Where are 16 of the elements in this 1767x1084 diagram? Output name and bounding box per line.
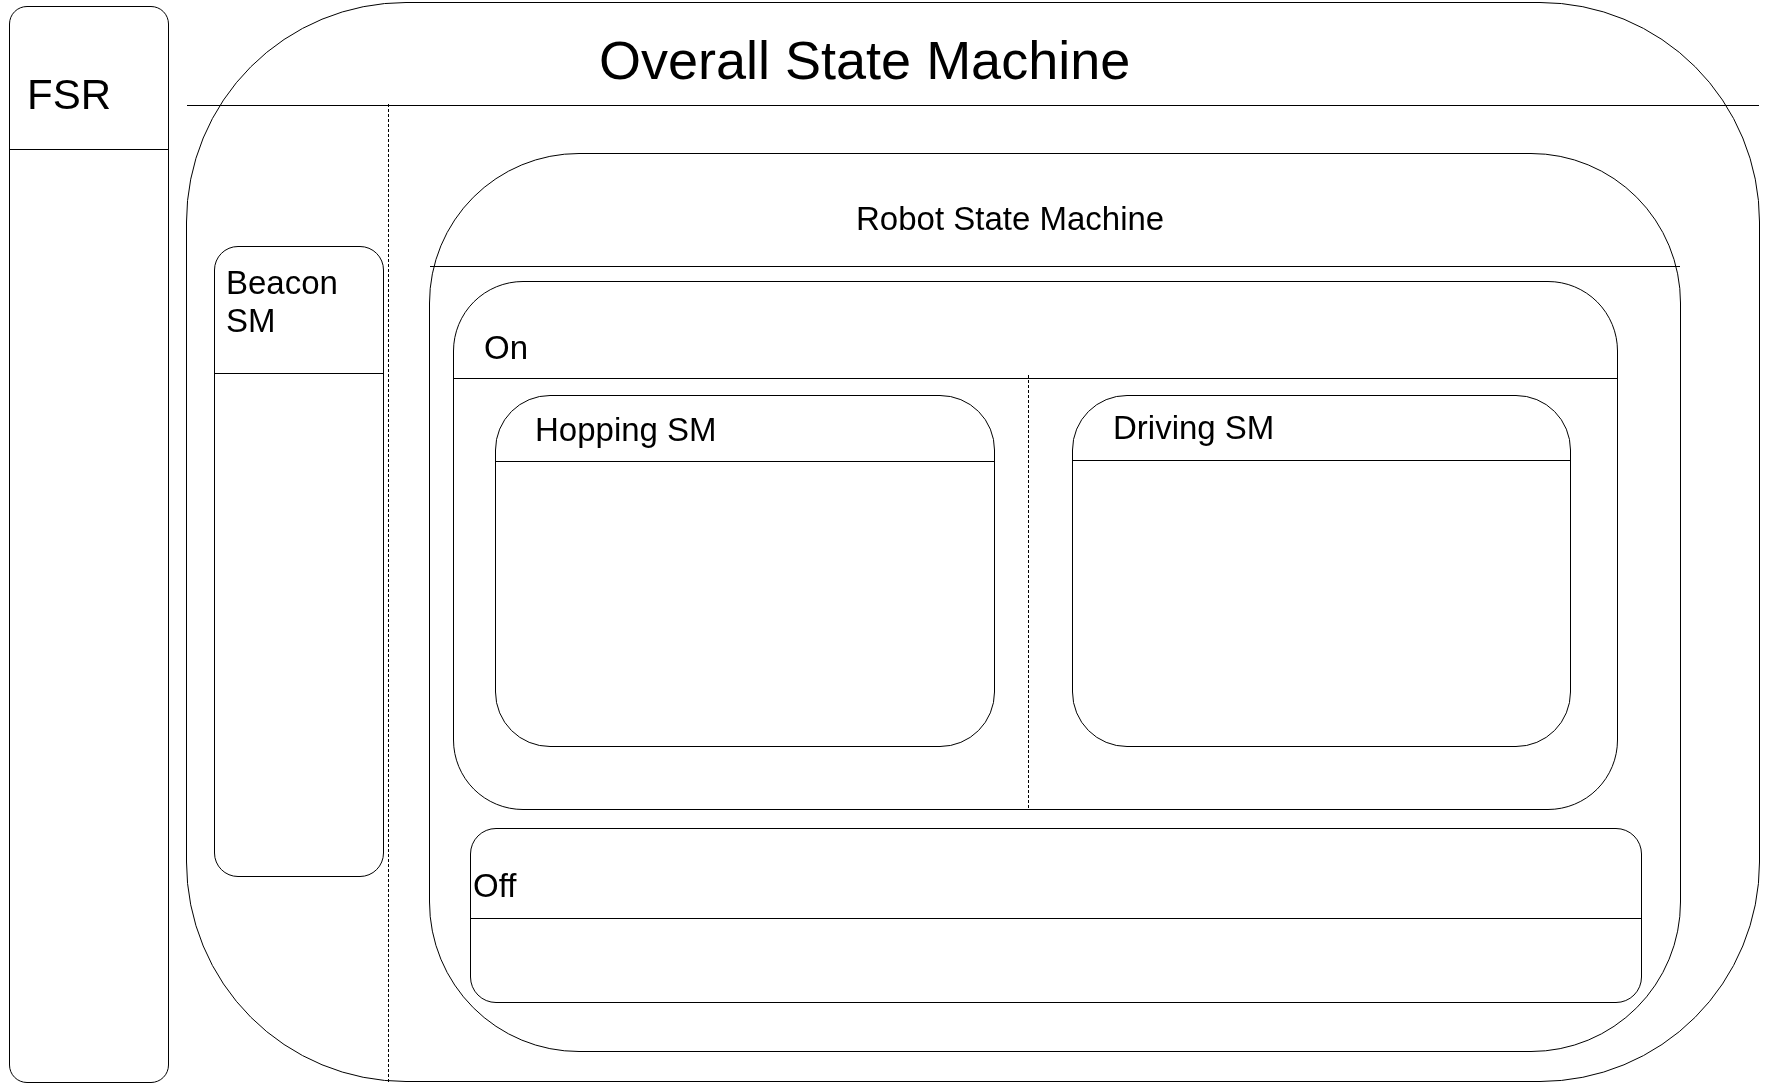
state-name: Hopping SM <box>535 411 717 449</box>
state-box <box>453 281 1618 810</box>
state-box <box>186 2 1760 1082</box>
state-name: Driving SM <box>1113 409 1275 447</box>
state-name: On <box>484 329 529 367</box>
state-box <box>429 153 1681 1052</box>
state-name: Beacon SM <box>226 264 339 340</box>
state-box <box>470 828 1642 1003</box>
state-box <box>1072 395 1571 747</box>
state-name: Overall State Machine <box>599 29 1131 92</box>
state-box <box>214 246 384 877</box>
state-box <box>9 6 169 1083</box>
state-name: FSR <box>27 71 111 120</box>
state-name: Robot State Machine <box>856 200 1165 238</box>
state-box <box>495 395 995 747</box>
state-name: Off <box>473 867 517 905</box>
